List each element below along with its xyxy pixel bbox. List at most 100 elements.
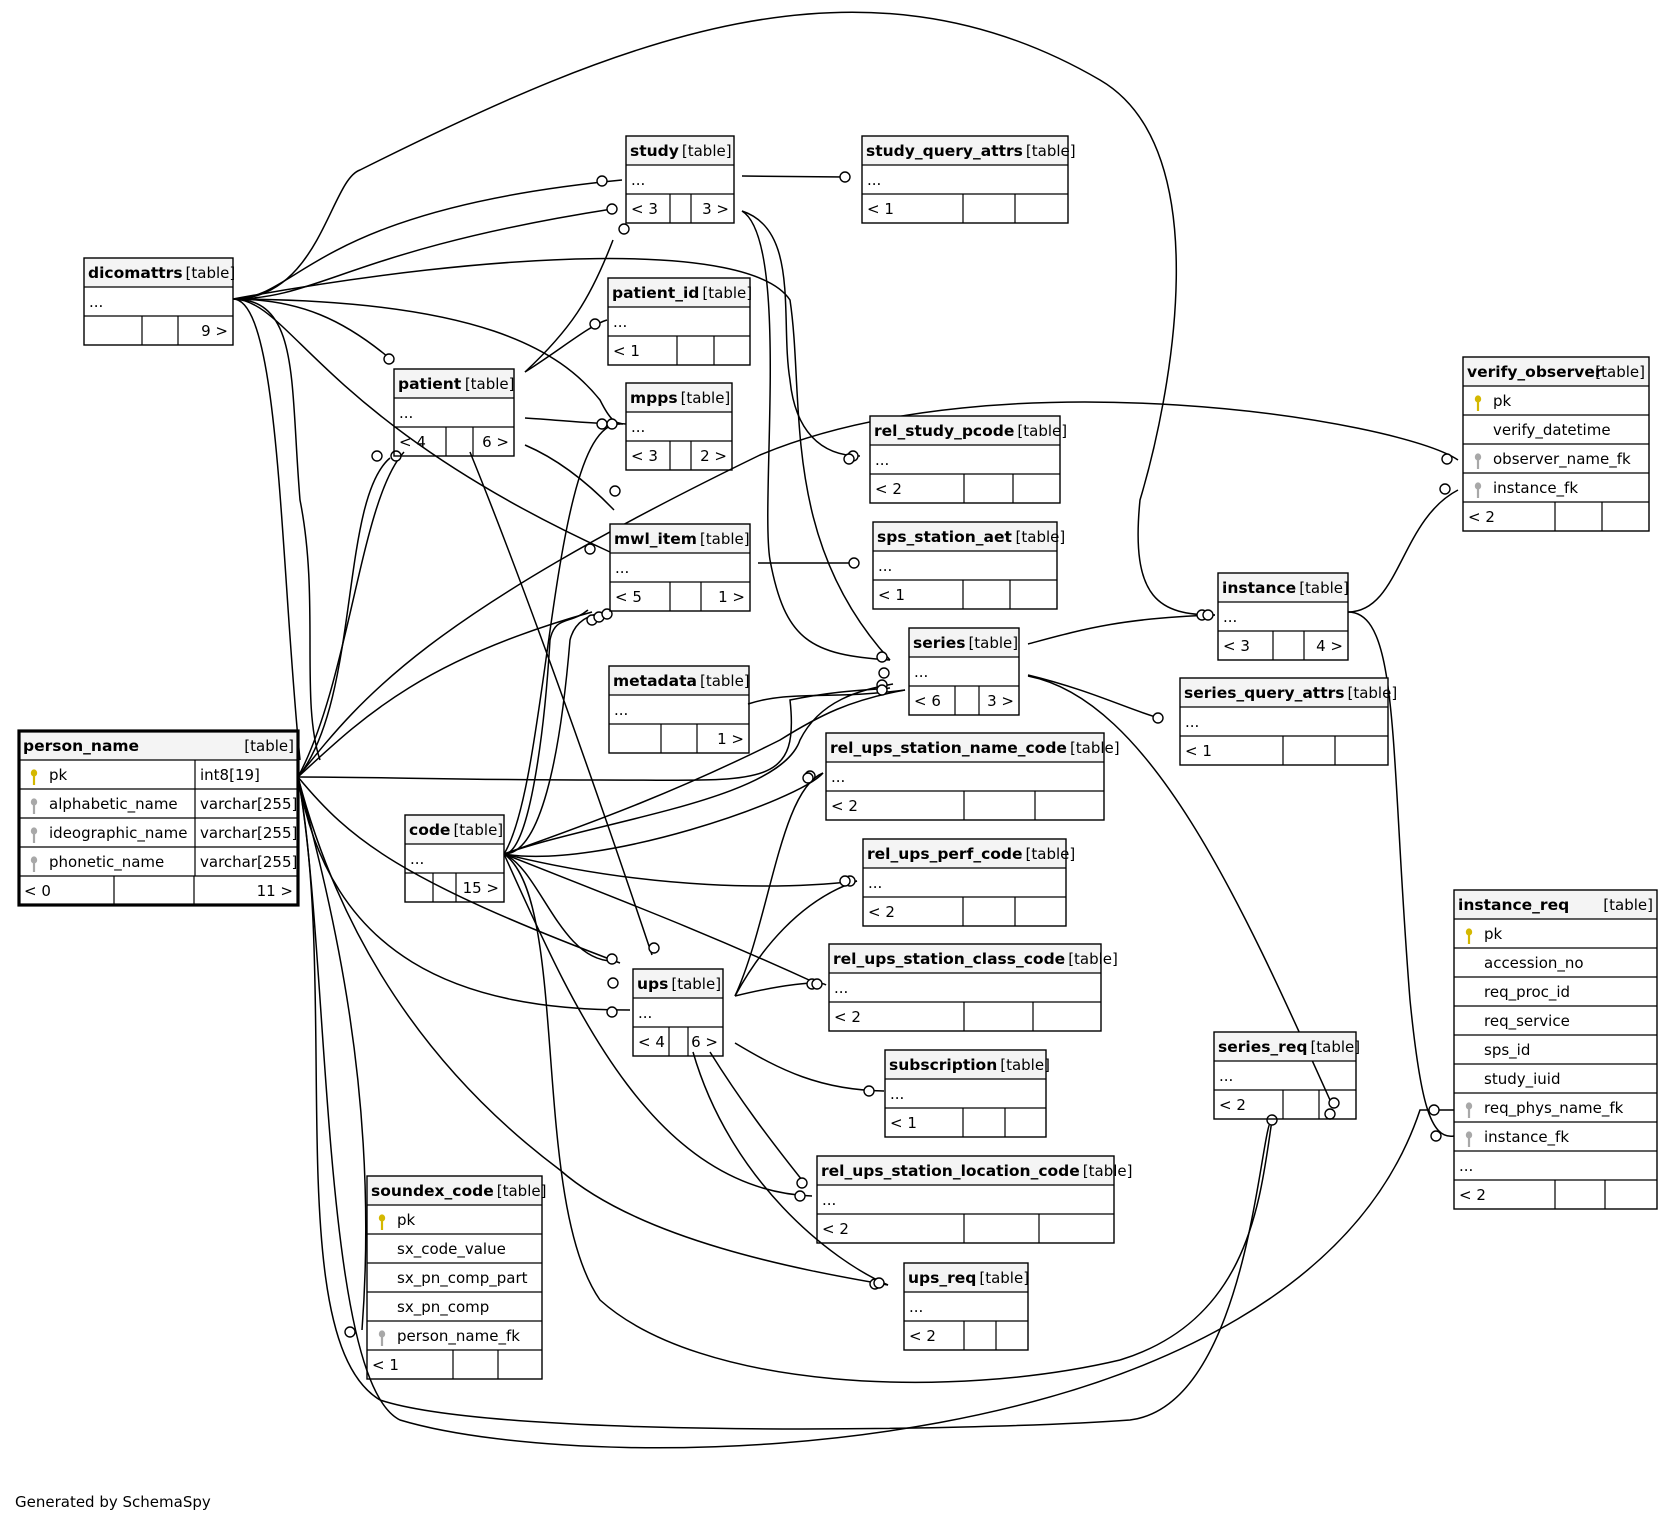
column-name: pk [397, 1211, 416, 1229]
optional-endpoint-circle [1152, 712, 1164, 724]
column-name: observer_name_fk [1493, 450, 1631, 469]
table-border [366, 1175, 543, 1380]
foreign-key-icon [1465, 1102, 1473, 1118]
table-header [1180, 678, 1388, 707]
relationship-edge [734, 982, 827, 997]
table-rel-ups-perf-code: rel_ups_perf_code[table]...< 2 [862, 838, 1075, 927]
optional-endpoint-circle [607, 977, 619, 989]
table-title: study [630, 142, 679, 160]
table-border [393, 368, 515, 457]
optional-endpoint-circle [1266, 1114, 1278, 1126]
table-rel-ups-station-name-code: rel_ups_station_name_code[table]...< 2 [825, 732, 1120, 821]
relationship-edge [1347, 489, 1459, 613]
table-tag: [table] [1595, 363, 1645, 381]
optional-endpoint-circle [596, 418, 608, 430]
optional-endpoint-circle [596, 175, 608, 187]
table-border [17, 729, 300, 907]
relationship-edge [503, 423, 621, 855]
child-count: 2 > [700, 447, 727, 465]
table-tag: [table] [700, 672, 750, 690]
relationship-edge [503, 853, 858, 887]
optional-endpoint-circle [863, 1085, 875, 1097]
table-header [610, 524, 750, 553]
table-border [609, 523, 751, 612]
table-title: patient [398, 375, 462, 393]
table-title: subscription [889, 1056, 997, 1074]
table-border [608, 665, 750, 754]
parent-count: < 1 [613, 342, 640, 360]
table-tag: [table] [497, 1182, 547, 1200]
table-tag: [table] [671, 975, 721, 993]
column-name: ... [631, 171, 645, 189]
column-name: ... [890, 1085, 904, 1103]
column-name: sps_id [1484, 1041, 1530, 1060]
relationship-edge [297, 776, 1273, 1430]
table-title: instance_req [1458, 896, 1569, 914]
relationship-edge [297, 776, 889, 1286]
parent-count: < 1 [867, 200, 894, 218]
relationship-edge [297, 401, 1459, 778]
table-border [828, 943, 1102, 1032]
table-header [626, 383, 732, 412]
table-title: rel_ups_station_name_code [830, 739, 1067, 757]
column-name: ... [89, 293, 103, 311]
optional-endpoint-circle [1328, 1097, 1340, 1109]
primary-key-icon [1474, 395, 1482, 411]
table-tag: [table] [682, 142, 732, 160]
parent-count: < 2 [831, 797, 858, 815]
table-border [908, 627, 1020, 716]
table-header [626, 136, 734, 165]
column-type: varchar[255] [200, 853, 297, 871]
table-border [404, 814, 505, 903]
optional-endpoint-circle [1439, 483, 1451, 495]
foreign-key-icon [378, 1330, 386, 1346]
table-tag: [table] [244, 737, 294, 755]
primary-key-icon [1465, 928, 1473, 944]
child-count: 15 > [463, 879, 499, 897]
column-name: req_service [1484, 1012, 1570, 1031]
table-tag: [table] [1299, 579, 1349, 597]
column-name: ... [822, 1191, 836, 1209]
column-name: pk [49, 766, 68, 784]
table-title: patient_id [612, 284, 699, 302]
column-type: varchar[255] [200, 824, 297, 842]
column-name: ... [867, 171, 881, 189]
relationship-edge [297, 776, 631, 1011]
table-title: mwl_item [614, 530, 697, 548]
column-name: ... [613, 313, 627, 331]
optional-endpoint-circle [843, 453, 855, 465]
table-border [825, 732, 1105, 821]
table-border [83, 257, 234, 346]
optional-endpoint-circle [383, 353, 395, 365]
column-type: varchar[255] [200, 795, 297, 813]
table-title: dicomattrs [88, 264, 183, 282]
parent-count: < 4 [399, 433, 426, 451]
table-tag: [table] [1083, 1162, 1133, 1180]
table-ups-req: ups_req[table]...< 2 [903, 1262, 1029, 1351]
table-header [870, 416, 1060, 445]
table-border [884, 1049, 1047, 1138]
optional-endpoint-circle [606, 1006, 618, 1018]
optional-endpoint-circle [606, 418, 618, 430]
column-name: ... [631, 418, 645, 436]
optional-endpoint-circle [811, 978, 823, 990]
relationship-edge [297, 776, 1454, 1449]
relationship-endpoints [344, 171, 1453, 1338]
table-header [19, 731, 298, 760]
table-header [817, 1156, 1114, 1185]
table-border [1462, 356, 1650, 532]
optional-endpoint-circle [1441, 453, 1453, 465]
optional-endpoint-circle [648, 942, 660, 954]
table-header [394, 369, 514, 398]
table-title: soundex_code [371, 1182, 494, 1200]
generated-by-footer: Generated by SchemaSpy [15, 1493, 211, 1511]
table-header [1218, 573, 1348, 602]
table-title: sps_station_aet [877, 528, 1013, 546]
table-sps-station-aet: sps_station_aet[table]...< 1 [872, 521, 1065, 610]
relationship-edge [297, 451, 405, 778]
table-title: verify_observer [1467, 363, 1603, 381]
child-count: 3 > [702, 200, 729, 218]
table-header [863, 839, 1066, 868]
